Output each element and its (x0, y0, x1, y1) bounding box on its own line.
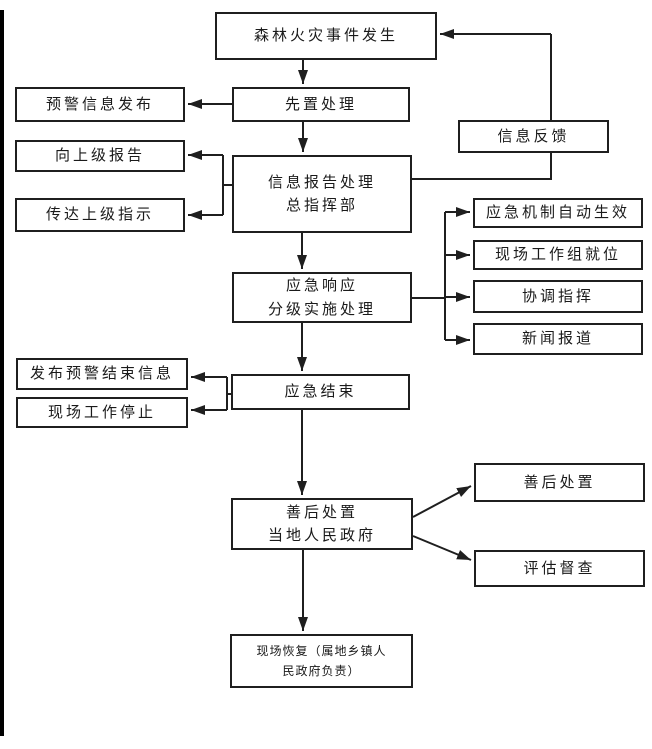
node-end-warning-release: 发布预警结束信息 (16, 358, 188, 390)
node-emergency-end: 应急结束 (231, 374, 410, 410)
node-onsite-team: 现场工作组就位 (473, 240, 643, 270)
node-site-restore: 现场恢复（属地乡镇人 民政府负责） (230, 634, 413, 688)
node-report-superior: 向上级报告 (15, 140, 185, 172)
edge-hq-to-feedback (412, 153, 552, 180)
scan-artifact-left-border (0, 10, 4, 736)
edge-to-evaluation (412, 535, 472, 561)
node-site-work-stop: 现场工作停止 (16, 397, 188, 428)
node-emergency-response: 应急响应 分级实施处理 (232, 272, 412, 323)
node-convey-instructions: 传达上级指示 (15, 198, 185, 232)
node-warning-release: 预警信息发布 (15, 87, 185, 122)
node-pre-processing: 先置处理 (232, 87, 410, 122)
node-event-start: 森林火灾事件发生 (215, 12, 437, 60)
node-info-feedback: 信息反馈 (458, 120, 609, 153)
node-news-report: 新闻报道 (473, 323, 643, 355)
node-aftermath: 善后处置 (474, 463, 645, 502)
node-auto-effect: 应急机制自动生效 (473, 198, 643, 228)
node-evaluation: 评估督查 (474, 550, 645, 587)
edge-to-aftermath-right (412, 485, 472, 518)
node-hq: 信息报告处理 总指挥部 (232, 155, 412, 233)
node-aftermath-gov: 善后处置 当地人民政府 (231, 498, 413, 550)
node-coordinate-command: 协调指挥 (473, 280, 643, 313)
